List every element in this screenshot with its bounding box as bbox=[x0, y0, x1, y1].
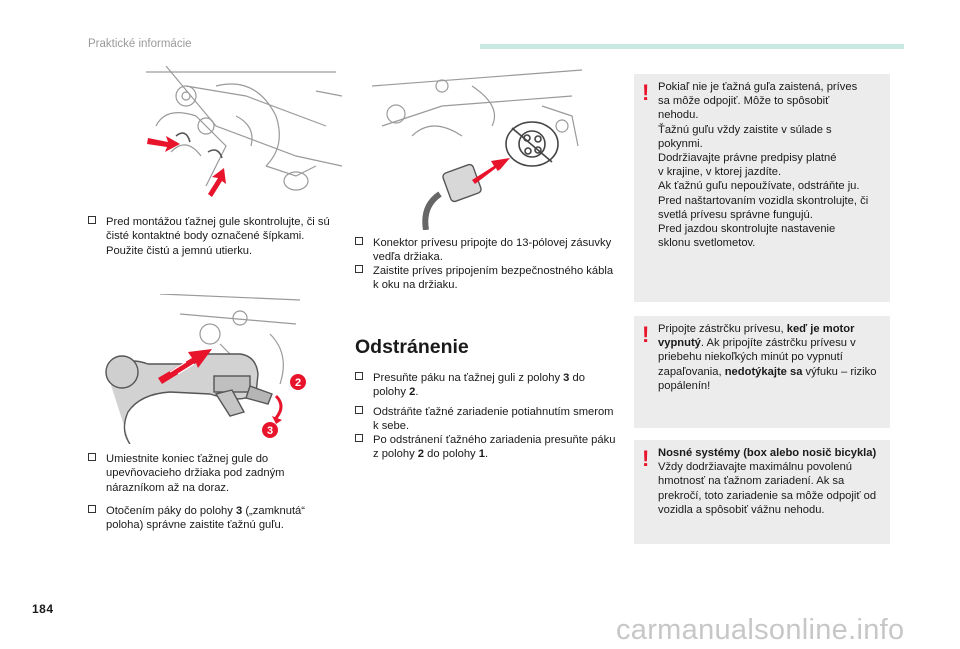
watermark: carmanualsonline.info bbox=[616, 614, 905, 646]
checkbox-icon bbox=[355, 434, 363, 442]
checkbox-icon bbox=[355, 237, 363, 245]
checkbox-icon bbox=[88, 453, 96, 461]
callout-2: 2 bbox=[295, 377, 301, 389]
step-lock-lever: Otočením páky do polohy 3 („zamknutá“ po… bbox=[88, 504, 340, 536]
page-number: 184 bbox=[32, 602, 54, 616]
warning-box-carriers: ! Nosné systémy (box alebo nosič bicykla… bbox=[634, 440, 890, 544]
step-move-lever: Presuňte páku na ťažnej guli z polohy 3 … bbox=[355, 371, 617, 401]
step-safety-cable: Zaistite príves pripojením bezpečnostnéh… bbox=[355, 264, 617, 294]
step-check-contacts: Pred montážou ťažnej gule skontrolujte, … bbox=[88, 215, 340, 261]
step-return-lever: Po odstránení ťažného zariadenia presuňt… bbox=[355, 433, 617, 463]
checkbox-icon bbox=[88, 505, 96, 513]
warning-box-towball: ! Pokiaľ nie je ťažná guľa zaistená, prí… bbox=[634, 74, 890, 302]
checkbox-icon bbox=[88, 216, 96, 224]
callout-3: 3 bbox=[267, 425, 273, 437]
warning-text: Pokiaľ nie je ťažná guľa zaistená, príve… bbox=[658, 81, 869, 250]
illustration-contact-points bbox=[146, 66, 342, 197]
running-header: Praktické informácie bbox=[88, 38, 192, 50]
warning-icon: ! bbox=[642, 322, 650, 347]
section-heading-removal: Odstránenie bbox=[355, 336, 469, 358]
illustration-trailer-connector bbox=[372, 69, 583, 230]
step-insert-towball: Umiestnite koniec ťažnej gule do upevňov… bbox=[88, 452, 340, 498]
step-connect-socket: Konektor prívesu pripojte do 13-pólovej … bbox=[355, 236, 617, 266]
illustration-towball-lever: 2 3 bbox=[105, 294, 306, 444]
checkbox-icon bbox=[355, 265, 363, 273]
checkbox-icon bbox=[355, 406, 363, 414]
warning-text: Nosné systémy (box alebo nosič bicykla) … bbox=[658, 447, 877, 516]
warning-icon: ! bbox=[642, 446, 650, 471]
warning-text: Pripojte zástrčku prívesu, keď je motor … bbox=[658, 323, 877, 392]
step-remove-device: Odstráňte ťažné zariadenie potiahnutím s… bbox=[355, 405, 617, 435]
checkbox-icon bbox=[355, 372, 363, 380]
warning-box-plug: ! Pripojte zástrčku prívesu, keď je moto… bbox=[634, 316, 890, 428]
warning-icon: ! bbox=[642, 80, 650, 105]
header-rule bbox=[480, 44, 904, 49]
